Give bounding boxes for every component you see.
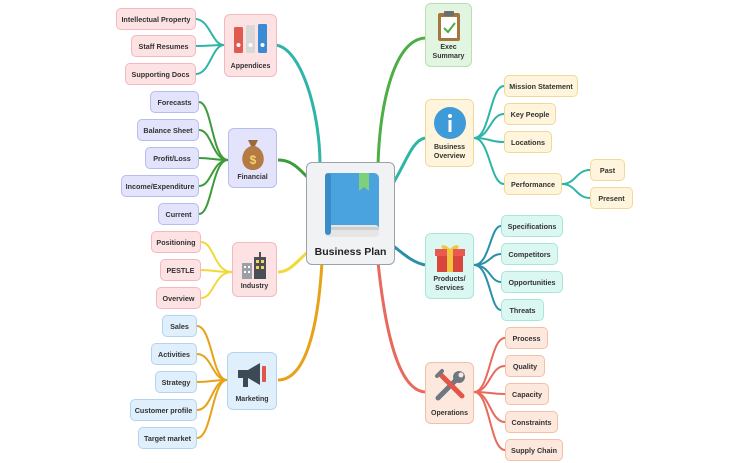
central-topic-title: Business Plan (314, 246, 387, 258)
leaf-income-expenditure[interactable]: Income/Expenditure (121, 175, 199, 197)
leaf-current[interactable]: Current (158, 203, 199, 225)
leaf-quality[interactable]: Quality (505, 355, 545, 377)
branch-operations[interactable]: Operations (425, 362, 474, 424)
leaf-mission-statement[interactable]: Mission Statement (504, 75, 578, 97)
leaf-competitors[interactable]: Competitors (501, 243, 558, 265)
branch-financial[interactable]: $ Financial (228, 128, 277, 188)
leaf-overview[interactable]: Overview (156, 287, 201, 309)
branch-products-services[interactable]: Products/ Services (425, 233, 474, 299)
link-exec-summary (376, 36, 426, 166)
leaf-customer-profile[interactable]: Customer profile (130, 399, 197, 421)
leaf-target-market[interactable]: Target market (138, 427, 197, 449)
megaphone-icon (238, 363, 266, 387)
leaf-forecasts[interactable]: Forecasts (150, 91, 199, 113)
leaf-present[interactable]: Present (590, 187, 633, 209)
branch-exec-summary-label: Exec Summary (432, 44, 465, 60)
tools-icon (434, 369, 465, 401)
leaf-supporting-docs[interactable]: Supporting Docs (125, 63, 196, 85)
leaf-activities[interactable]: Activities (151, 343, 197, 365)
branch-business-overview-label: Business Overview (433, 144, 466, 160)
info-icon (433, 107, 466, 139)
leaf-balance-sheet[interactable]: Balance Sheet (137, 119, 199, 141)
leaf-locations[interactable]: Locations (504, 131, 552, 153)
link-operations (376, 261, 426, 394)
central-topic[interactable]: Business Plan (306, 162, 395, 265)
leaf-profit-loss[interactable]: Profit/Loss (145, 147, 199, 169)
svg-text:$: $ (249, 153, 256, 167)
leaf-performance[interactable]: Performance (504, 173, 562, 195)
branch-products-services-label: Products/ Services (433, 276, 466, 292)
link-marketing (277, 261, 324, 382)
leaf-specifications[interactable]: Specifications (501, 215, 563, 237)
leaf-positioning[interactable]: Positioning (151, 231, 201, 253)
branch-operations-label: Operations (431, 410, 468, 417)
leaf-capacity[interactable]: Capacity (505, 383, 549, 405)
branch-financial-label: Financial (237, 174, 268, 181)
book-icon (325, 173, 379, 237)
leaf-intellectual-property[interactable]: Intellectual Property (116, 8, 196, 30)
link-products-services (391, 243, 426, 267)
branch-appendices-label: Appendices (230, 63, 271, 70)
branch-exec-summary[interactable]: Exec Summary (425, 3, 472, 67)
branch-industry[interactable]: Industry (232, 242, 277, 297)
branch-marketing[interactable]: Marketing (227, 352, 277, 410)
branch-industry-label: Industry (240, 283, 269, 290)
link-business-overview (390, 136, 426, 186)
leaf-pestle[interactable]: PESTLE (160, 259, 201, 281)
leaf-opportunities[interactable]: Opportunities (501, 271, 563, 293)
branch-appendices[interactable]: Appendices (224, 14, 277, 77)
leaf-staff-resumes[interactable]: Staff Resumes (131, 35, 196, 57)
buildings-icon (241, 252, 266, 279)
gift-icon (434, 245, 465, 272)
link-appendices (273, 43, 322, 166)
clipboard-icon (437, 11, 460, 41)
branch-marketing-label: Marketing (235, 396, 269, 403)
leaf-process[interactable]: Process (505, 327, 548, 349)
leaf-supply-chain[interactable]: Supply Chain (505, 439, 563, 461)
leaf-threats[interactable]: Threats (501, 299, 544, 321)
leaf-strategy[interactable]: Strategy (155, 371, 197, 393)
branch-business-overview[interactable]: Business Overview (425, 99, 474, 167)
leaf-past[interactable]: Past (590, 159, 625, 181)
leaf-key-people[interactable]: Key People (504, 103, 556, 125)
money-bag-icon: $ (241, 140, 264, 170)
leaf-constraints[interactable]: Constraints (505, 411, 558, 433)
leaf-sales[interactable]: Sales (162, 315, 197, 337)
binders-icon (233, 24, 267, 53)
